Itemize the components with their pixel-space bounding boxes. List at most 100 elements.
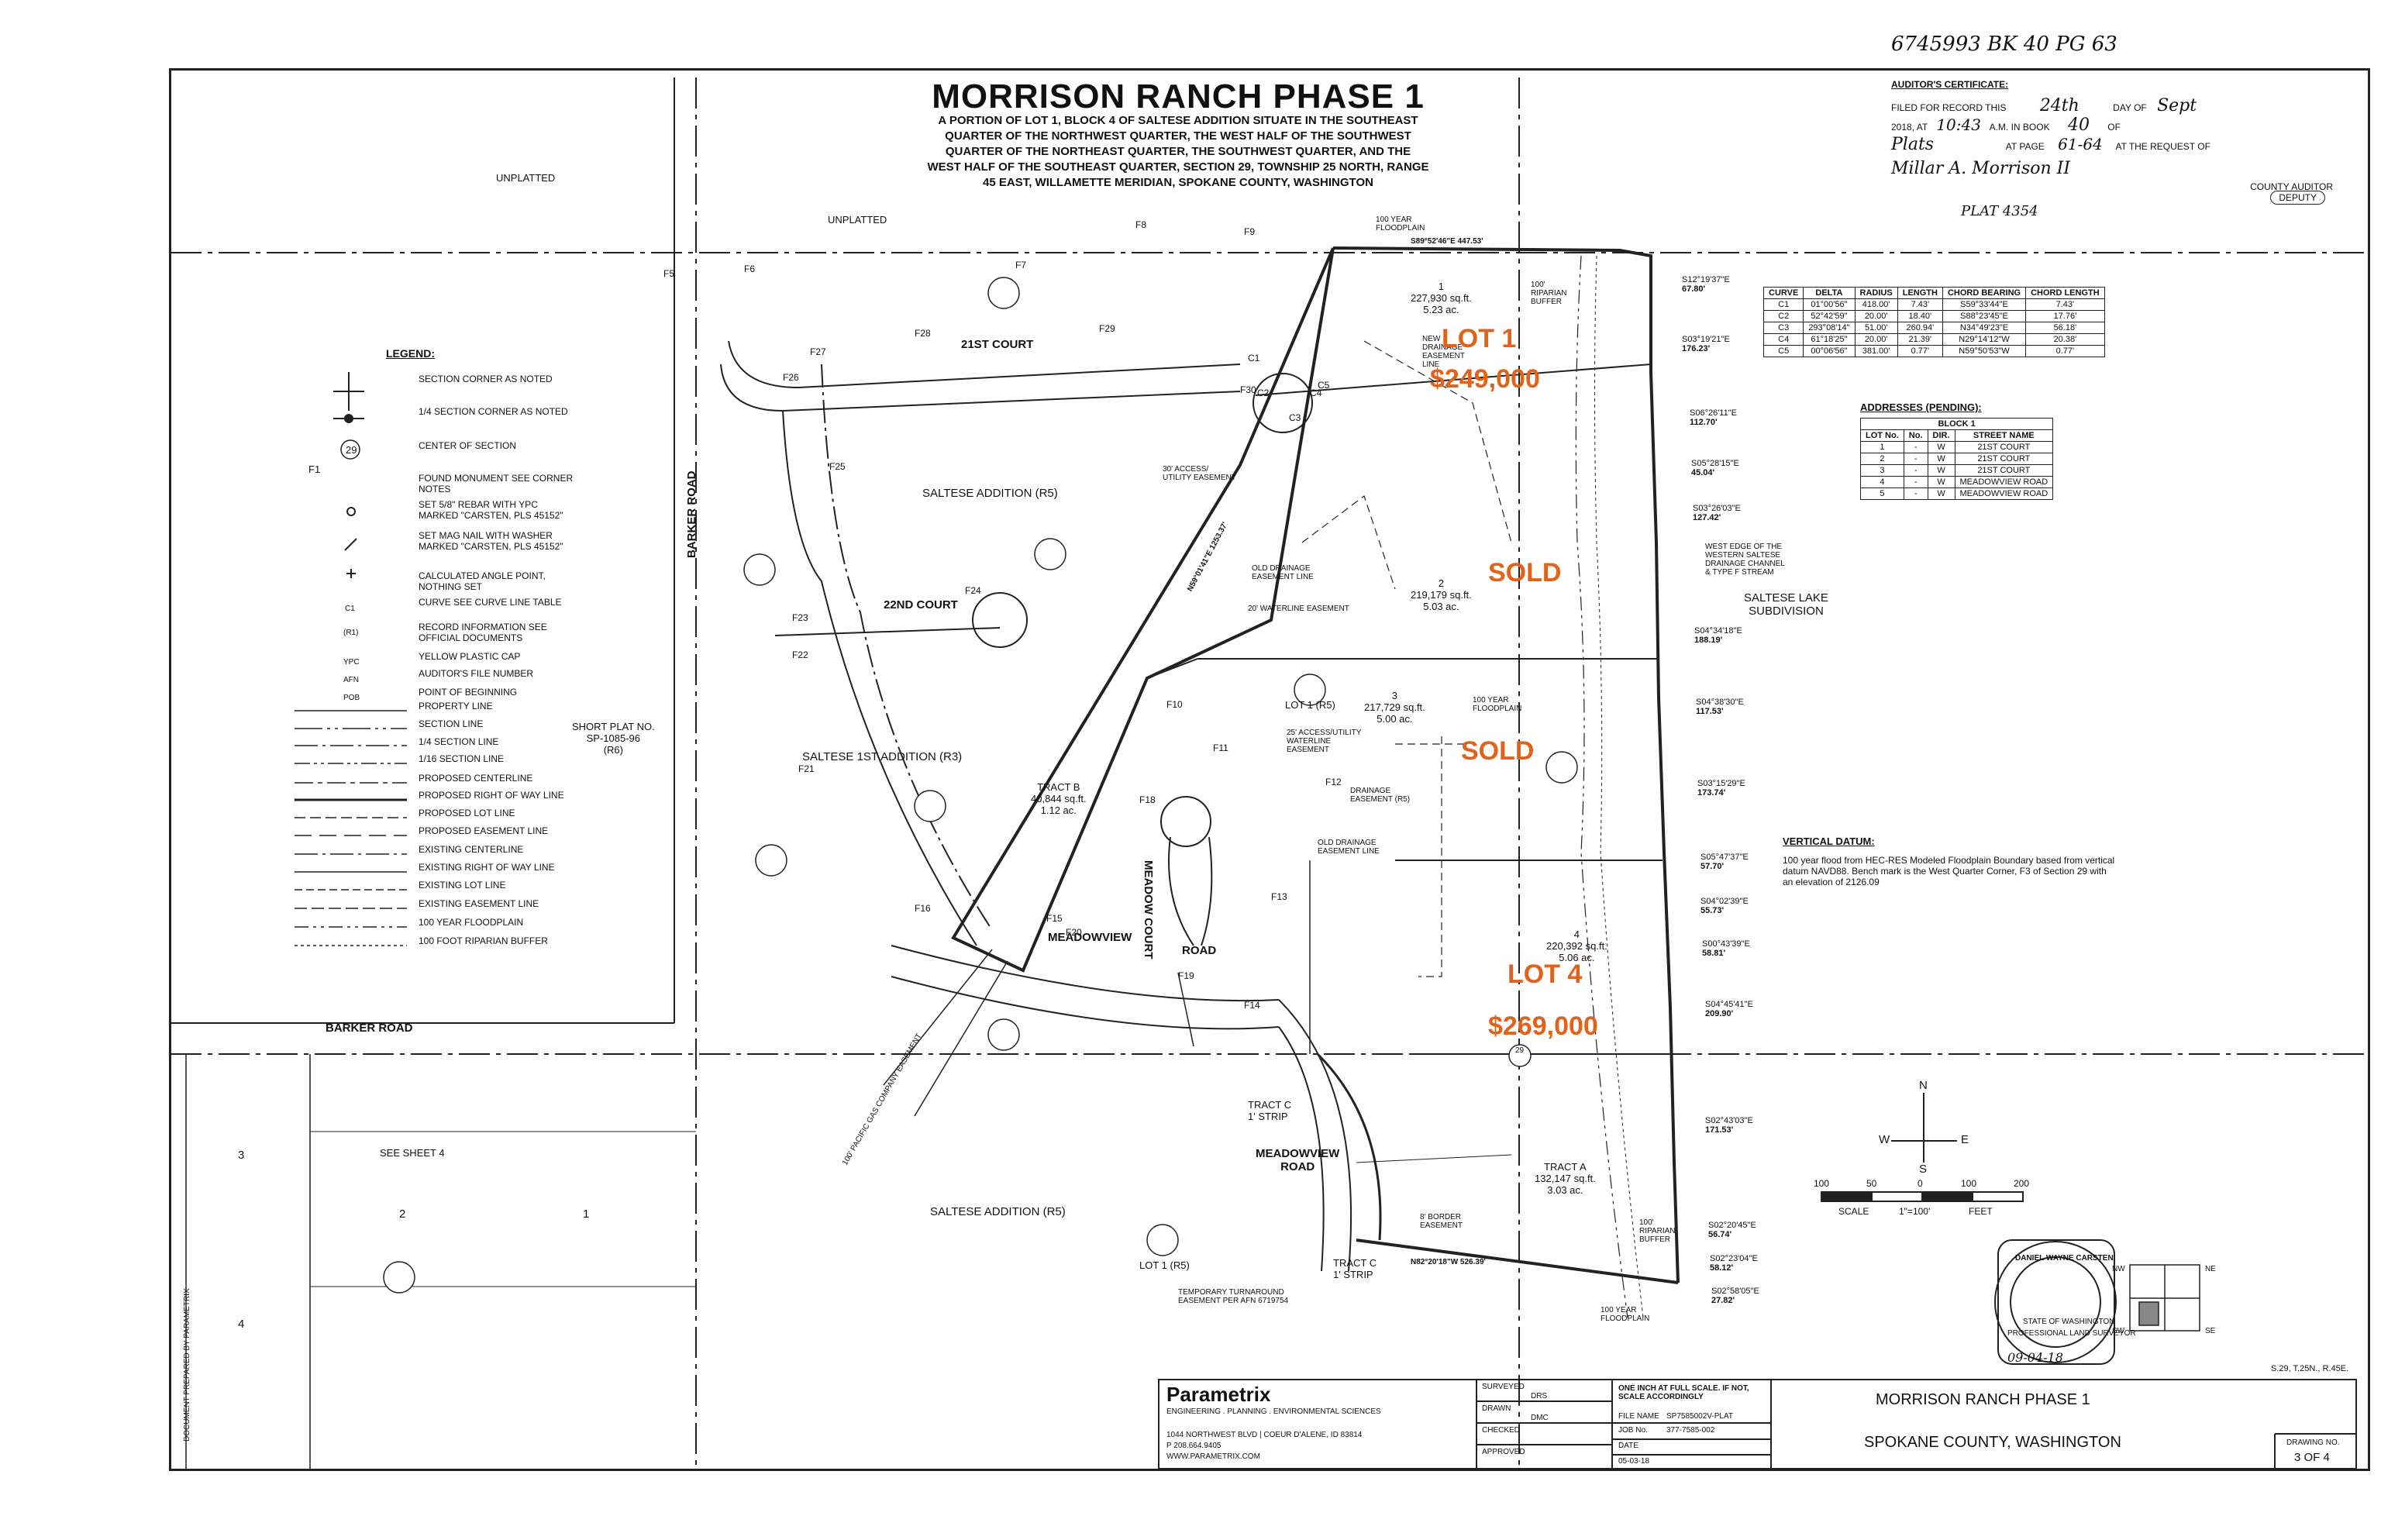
curve-table-header: LENGTH: [1897, 287, 1943, 299]
table-cell: 293°08'14": [1803, 322, 1856, 334]
table-cell: 260.94': [1897, 322, 1943, 334]
point-label: F7: [1015, 260, 1027, 270]
legend-item: 100 YEAR FLOODPLAIN: [419, 917, 524, 928]
point-label: F11: [1213, 742, 1228, 753]
table-cell: 7.43': [1897, 298, 1943, 311]
legend-item: SET MAG NAIL WITH WASHER MARKED "CARSTEN…: [419, 530, 563, 552]
legend-item: CURVE SEE CURVE LINE TABLE: [419, 597, 562, 608]
point-label: C4: [1310, 388, 1322, 398]
point-label: F20: [1066, 927, 1082, 938]
company-logo: Parametrix: [1166, 1383, 1271, 1406]
table-cell: 21ST COURT: [1954, 453, 2054, 465]
table-cell: 5: [1860, 487, 1904, 500]
lot-3-sold: SOLD: [1461, 736, 1535, 766]
legend-item: EXISTING EASEMENT LINE: [419, 898, 539, 909]
curve-table-header: CHORD BEARING: [1942, 287, 2027, 299]
legend-item: CALCULATED ANGLE POINT, NOTHING SET: [419, 570, 546, 592]
point-label: F5: [663, 268, 675, 279]
legend-item: FOUND MONUMENT SEE CORNER NOTES: [419, 473, 574, 494]
table-cell: 4: [1860, 476, 1904, 488]
point-label: C1: [1248, 353, 1260, 363]
legend-item: EXISTING CENTERLINE: [419, 844, 524, 855]
table-cell: W: [1927, 441, 1955, 453]
lot-1-price: $249,000: [1430, 364, 1540, 394]
table-cell: 01°00'56": [1803, 298, 1856, 311]
street-22nd-court: 22ND COURT: [884, 598, 958, 612]
auditor-month: Sept: [2157, 96, 2197, 115]
legend-item: 1/4 SECTION CORNER AS NOTED: [419, 406, 568, 417]
table-cell: N29°14'12"W: [1942, 333, 2027, 346]
surveyor-seal: DANIEL WAYNE CARSTEN: [2015, 1254, 2114, 1263]
plat-subtitle: A PORTION OF LOT 1, BLOCK 4 OF SALTESE A…: [927, 114, 1429, 189]
plat-frame: [169, 68, 2370, 1471]
table-cell: N34°49'23"E: [1942, 322, 2027, 334]
table-cell: 21ST COURT: [1954, 464, 2054, 477]
short-plat-label: SHORT PLAT NO.SP-1085-96(R6): [572, 721, 655, 756]
table-cell: C2: [1762, 310, 1804, 322]
table-cell: -: [1903, 441, 1928, 453]
plat-number: PLAT 4354: [1961, 203, 2038, 219]
point-label: C2: [1257, 388, 1270, 398]
curve-table-header: CURVE: [1762, 287, 1804, 299]
point-label: F19: [1178, 970, 1194, 981]
point-label: F18: [1139, 794, 1156, 805]
legend-item: RECORD INFORMATION SEE OFFICIAL DOCUMENT…: [419, 622, 547, 643]
table-cell: -: [1903, 464, 1928, 477]
table-cell: C4: [1762, 333, 1804, 346]
legend-item: EXISTING RIGHT OF WAY LINE: [419, 862, 555, 873]
legend-item: 1/16 SECTION LINE: [419, 753, 505, 764]
table-cell: MEADOWVIEW ROAD: [1954, 476, 2054, 488]
address-table-header: No.: [1903, 429, 1928, 442]
lot-2-sold: SOLD: [1488, 558, 1562, 587]
address-table-header: STREET NAME: [1954, 429, 2054, 442]
legend-item: POINT OF BEGINNING: [419, 687, 518, 698]
table-cell: 61°18'25": [1803, 333, 1856, 346]
table-cell: 21ST COURT: [1954, 441, 2054, 453]
table-cell: 418.00': [1854, 298, 1898, 311]
legend-item: AUDITOR'S FILE NUMBER: [419, 668, 534, 679]
address-table-header: LOT No.: [1860, 429, 1904, 442]
deputy-stamp: DEPUTY: [2270, 191, 2325, 205]
curve-table-header: RADIUS: [1854, 287, 1898, 299]
point-label: F6: [744, 264, 756, 274]
point-label: F15: [1046, 913, 1063, 924]
sheet-number: 3 OF 4: [2294, 1451, 2330, 1464]
table-cell: 20.00': [1854, 310, 1898, 322]
legend-item: SECTION CORNER AS NOTED: [419, 374, 553, 384]
legend-item: CENTER OF SECTION: [419, 440, 517, 451]
table-cell: 381.00': [1854, 345, 1898, 357]
table-cell: C5: [1762, 345, 1804, 357]
auditor-day: 24th: [2039, 96, 2079, 115]
legend-item: PROPOSED RIGHT OF WAY LINE: [419, 790, 564, 801]
table-cell: 52°42'59": [1803, 310, 1856, 322]
point-label: F28: [915, 328, 931, 339]
point-label: F24: [965, 585, 981, 596]
address-table-header: DIR.: [1927, 429, 1955, 442]
legend-item: YELLOW PLASTIC CAP: [419, 651, 521, 662]
legend-item: PROPOSED EASEMENT LINE: [419, 825, 549, 836]
table-cell: 2: [1860, 453, 1904, 465]
